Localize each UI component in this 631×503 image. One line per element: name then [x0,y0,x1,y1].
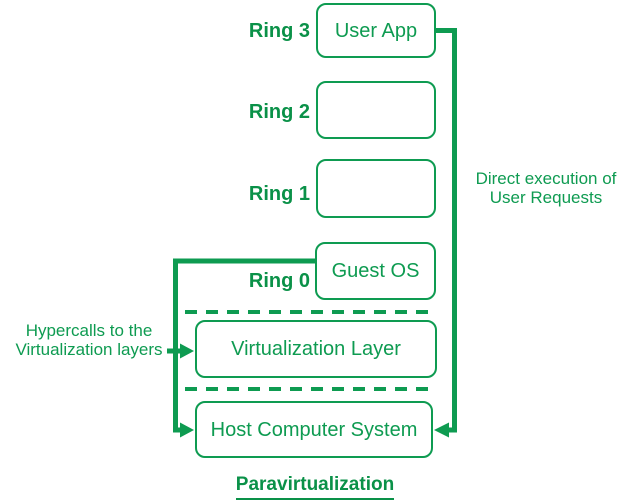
user-app-box-label: User App [334,19,418,42]
guest-os-box: Guest OS [315,242,436,300]
direct-execution-line2: User Requests [489,188,603,207]
host-computer-system-box-label: Host Computer System [210,418,418,441]
hypercalls-annotation: Hypercalls to the Virtualization layers [3,321,175,359]
hypercalls-arrowhead [180,343,194,359]
ring-0-label: Ring 0 [248,270,310,292]
hypercalls-line2: Virtualization layers [15,340,163,359]
ring-1-label: Ring 1 [248,183,310,205]
host-computer-system-box: Host Computer System [195,401,433,458]
guest-os-box-label: Guest OS [331,260,420,282]
ring-1-box [316,159,436,218]
virtualization-layer-box: Virtualization Layer [195,320,437,378]
diagram-title-text: Paravirtualization [235,474,395,500]
ring-2-box [316,81,436,139]
ring-2-label: Ring 2 [248,101,310,123]
user-app-box: User App [316,3,436,58]
direct-execution-line1: Direct execution of [475,169,617,188]
virtualization-layer-box-label: Virtualization Layer [231,338,401,360]
ring-3-label: Ring 3 [248,20,310,42]
hypercalls-line1: Hypercalls to the [25,321,153,340]
direct-execution-arrowhead [434,422,449,438]
direct-execution-annotation: Direct execution of User Requests [462,169,630,207]
direct-execution-arrow-line [436,28,457,433]
diagram-title: Paravirtualization [150,474,480,500]
guest-os-to-host-arrowhead [180,422,194,438]
